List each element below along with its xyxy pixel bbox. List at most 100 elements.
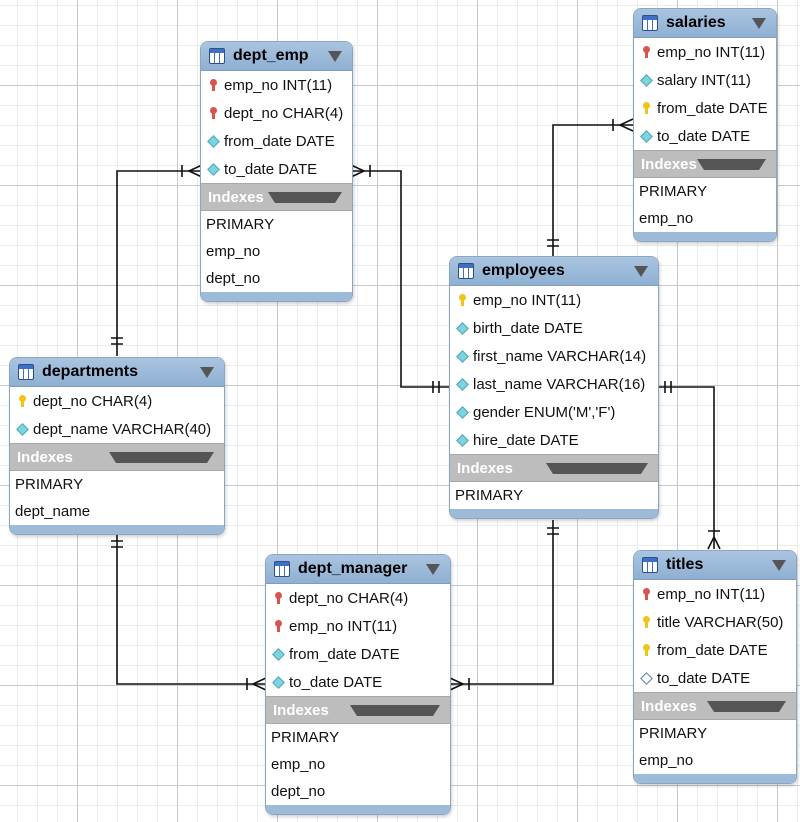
index-row[interactable]: PRIMARY [206, 216, 275, 233]
collapse-caret-icon[interactable] [108, 451, 214, 463]
column-row[interactable]: last_name VARCHAR(16) [450, 370, 658, 398]
index-row[interactable]: emp_no [639, 752, 694, 769]
collapse-caret-icon[interactable] [752, 17, 766, 29]
column-diamond-icon [641, 74, 651, 86]
column-row[interactable]: to_date DATE [634, 122, 776, 150]
collapse-caret-icon[interactable] [706, 700, 786, 712]
indexes-header[interactable]: Indexes [634, 150, 776, 178]
column-row[interactable]: emp_no INT(11) [201, 71, 352, 99]
column-diamond-icon [457, 378, 467, 390]
index-row[interactable]: PRIMARY [15, 476, 84, 493]
column-diamond-icon [208, 135, 218, 147]
column-row[interactable]: emp_no INT(11) [634, 38, 776, 66]
index-row[interactable]: PRIMARY [639, 725, 708, 742]
column-label: to_date DATE [657, 669, 751, 687]
table-employees[interactable]: employees emp_no INT(11) birth_date DATE… [449, 256, 659, 519]
column-label: emp_no INT(11) [224, 76, 333, 94]
collapse-caret-icon[interactable] [545, 462, 648, 474]
column-row[interactable]: from_date DATE [266, 640, 450, 668]
column-row[interactable]: dept_no CHAR(4) [10, 387, 224, 415]
indexes-header[interactable]: Indexes [450, 454, 658, 482]
table-name: employees [482, 262, 565, 279]
column-label: from_date DATE [657, 641, 768, 659]
collapse-caret-icon[interactable] [328, 50, 342, 62]
collapse-caret-icon[interactable] [200, 366, 214, 378]
table-header[interactable]: dept_emp [201, 42, 352, 71]
column-row[interactable]: title VARCHAR(50) [634, 608, 796, 636]
column-row[interactable]: from_date DATE [201, 127, 352, 155]
column-label: to_date DATE [657, 127, 751, 145]
table-header[interactable]: salaries [634, 9, 776, 38]
index-row[interactable]: PRIMARY [271, 729, 340, 746]
primary-key-icon [641, 644, 651, 656]
table-footer [634, 232, 776, 241]
table-footer [634, 774, 796, 783]
column-label: from_date DATE [657, 99, 768, 117]
table-icon [274, 561, 290, 577]
crow-foot [449, 677, 470, 691]
index-row[interactable]: PRIMARY [455, 487, 524, 504]
collapse-caret-icon[interactable] [772, 559, 786, 571]
column-label: to_date DATE [289, 673, 383, 691]
primary-key-icon [641, 616, 651, 628]
column-label: last_name VARCHAR(16) [473, 375, 646, 393]
collapse-caret-icon[interactable] [349, 704, 440, 716]
index-row[interactable]: emp_no [206, 243, 261, 260]
indexes-header[interactable]: Indexes [634, 692, 796, 720]
table-dept-emp[interactable]: dept_emp emp_no INT(11) dept_no CHAR(4) … [200, 41, 353, 302]
table-salaries[interactable]: salaries emp_no INT(11) salary INT(11) f… [633, 8, 777, 242]
column-row[interactable]: emp_no INT(11) [450, 286, 658, 314]
column-row[interactable]: from_date DATE [634, 636, 796, 664]
collapse-caret-icon[interactable] [426, 563, 440, 575]
table-footer [266, 805, 450, 814]
collapse-caret-icon[interactable] [634, 265, 648, 277]
table-departments[interactable]: departments dept_no CHAR(4) dept_name VA… [9, 357, 225, 535]
primary-key-icon [457, 294, 467, 306]
table-footer [201, 292, 352, 301]
index-row[interactable]: dept_no [271, 783, 326, 800]
table-dept-manager[interactable]: dept_manager dept_no CHAR(4) emp_no INT(… [265, 554, 451, 815]
column-row[interactable]: salary INT(11) [634, 66, 776, 94]
primary-foreign-key-icon [641, 588, 651, 600]
column-row[interactable]: dept_name VARCHAR(40) [10, 415, 224, 443]
index-row[interactable]: emp_no [639, 210, 694, 227]
index-row[interactable]: emp_no [271, 756, 326, 773]
column-label: dept_no CHAR(4) [33, 392, 153, 410]
nullable-column-diamond-icon [641, 672, 651, 684]
primary-foreign-key-icon [641, 46, 651, 58]
primary-foreign-key-icon [273, 592, 283, 604]
table-footer [10, 525, 224, 534]
primary-foreign-key-icon [208, 79, 218, 91]
indexes-label: Indexes [457, 459, 513, 477]
table-header[interactable]: departments [10, 358, 224, 387]
column-row[interactable]: emp_no INT(11) [266, 612, 450, 640]
column-row[interactable]: dept_no CHAR(4) [201, 99, 352, 127]
index-row[interactable]: dept_no [206, 270, 261, 287]
column-row[interactable]: emp_no INT(11) [634, 580, 796, 608]
column-row[interactable]: from_date DATE [634, 94, 776, 122]
index-row[interactable]: dept_name [15, 503, 91, 520]
indexes-label: Indexes [641, 155, 697, 173]
indexes-header[interactable]: Indexes [10, 443, 224, 471]
indexes-header[interactable]: Indexes [266, 696, 450, 724]
index-row[interactable]: PRIMARY [639, 183, 708, 200]
indexes-header[interactable]: Indexes [201, 183, 352, 211]
table-header[interactable]: dept_manager [266, 555, 450, 584]
column-row[interactable]: birth_date DATE [450, 314, 658, 342]
collapse-caret-icon[interactable] [268, 191, 342, 203]
column-row[interactable]: to_date DATE [201, 155, 352, 183]
column-row[interactable]: to_date DATE [634, 664, 796, 692]
table-header[interactable]: titles [634, 551, 796, 580]
column-row[interactable]: dept_no CHAR(4) [266, 584, 450, 612]
column-row[interactable]: to_date DATE [266, 668, 450, 696]
column-row[interactable]: gender ENUM('M','F') [450, 398, 658, 426]
rel-employees-salaries [552, 124, 633, 256]
collapse-caret-icon[interactable] [696, 158, 766, 170]
column-row[interactable]: hire_date DATE [450, 426, 658, 454]
column-label: salary INT(11) [657, 71, 751, 89]
column-row[interactable]: first_name VARCHAR(14) [450, 342, 658, 370]
table-titles[interactable]: titles emp_no INT(11) title VARCHAR(50) … [633, 550, 797, 784]
table-header[interactable]: employees [450, 257, 658, 286]
column-diamond-icon [457, 350, 467, 362]
